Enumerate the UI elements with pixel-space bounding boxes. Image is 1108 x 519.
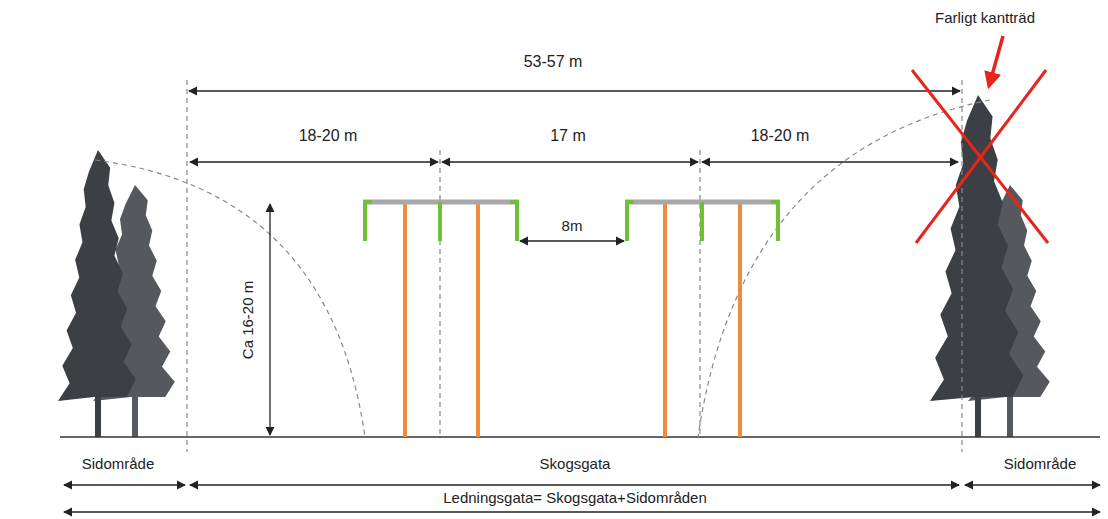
warning-label: Farligt kantträd — [932, 9, 1038, 26]
trees — [58, 95, 1050, 437]
conifer-tree — [930, 95, 1023, 401]
tree-trunk — [95, 392, 101, 437]
dimension-arrows — [64, 91, 1100, 512]
danger-mark — [912, 36, 1048, 243]
ground-line — [60, 436, 1100, 438]
dimension-label: Ca 16-20 m — [239, 278, 256, 362]
boundary-lines — [95, 80, 990, 452]
corridor-label: Ledningsgata= Skogsgata+Sidområden — [440, 489, 710, 506]
dimension-label: 8m — [559, 217, 586, 234]
tree-trunk — [132, 392, 138, 437]
tree-trunk — [975, 392, 981, 437]
dimension-label: 53-57 m — [521, 53, 586, 71]
dimension-label: 18-20 m — [748, 127, 813, 145]
zone-label: Skogsgata — [537, 455, 614, 472]
dimension-label: 17 m — [547, 127, 589, 145]
pylons — [363, 202, 780, 437]
dimension-label: 18-20 m — [296, 127, 361, 145]
zone-label: Sidområde — [79, 455, 158, 472]
tree-trunk — [1007, 392, 1013, 437]
conifer-tree — [58, 150, 136, 401]
zone-label: Sidområde — [1001, 455, 1080, 472]
